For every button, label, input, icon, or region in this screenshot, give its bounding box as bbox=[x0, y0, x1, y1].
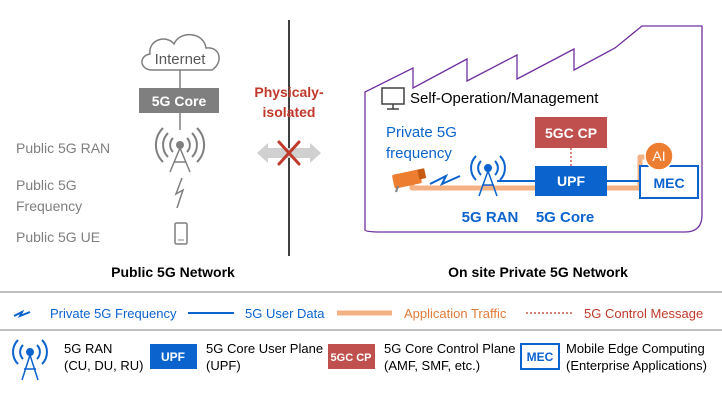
legend-mec-box bbox=[520, 343, 560, 370]
public-core-box bbox=[139, 88, 219, 113]
legend-antenna-icon bbox=[12, 339, 48, 381]
public-ue-label: Public 5G UE bbox=[16, 229, 100, 245]
monitor-icon bbox=[381, 87, 405, 110]
public-frequency-label-1: Public 5G bbox=[16, 177, 77, 193]
private-frequency-label-2: frequency bbox=[386, 145, 452, 162]
public-antenna-icon bbox=[154, 127, 206, 173]
management-label: Self-Operation/Management bbox=[410, 90, 599, 107]
legend-cp-label-2: (AMF, SMF, etc.) bbox=[384, 358, 480, 373]
cp-box bbox=[535, 117, 607, 148]
legend-cp-box-label: 5GC CP bbox=[331, 352, 372, 364]
public-frequency-icon bbox=[174, 177, 185, 209]
isolation-label-1: Physicaly- bbox=[254, 84, 324, 100]
public-ran-label: Public 5G RAN bbox=[16, 140, 110, 156]
mec-box bbox=[639, 165, 699, 199]
legend-user-data-label: 5G User Data bbox=[245, 306, 325, 321]
blocked-x-icon bbox=[277, 140, 301, 166]
legend-ran-label-1: 5G RAN bbox=[64, 341, 112, 356]
legend-control-label: 5G Control Message bbox=[584, 306, 703, 321]
private-ran-label: 5G RAN bbox=[462, 209, 519, 226]
legend-mec-label-1: Mobile Edge Computing bbox=[566, 341, 705, 356]
public-network-title: Public 5G Network bbox=[111, 264, 235, 280]
legend-mec-label-2: (Enterprise Applications) bbox=[566, 358, 707, 373]
ai-label: AI bbox=[652, 148, 665, 164]
legend-upf-label-2: (UPF) bbox=[206, 358, 241, 373]
internet-cloud-icon bbox=[141, 34, 220, 71]
legend-cp-label-1: 5G Core Control Plane bbox=[384, 341, 516, 356]
public-frequency-label-2: Frequency bbox=[16, 198, 82, 214]
private-frequency-label-1: Private 5G bbox=[386, 124, 457, 141]
upf-box-label: UPF bbox=[557, 173, 585, 189]
legend-upf-label-1: 5G Core User Plane bbox=[206, 341, 323, 356]
legend-upf-box bbox=[150, 344, 197, 369]
internet-label: Internet bbox=[155, 51, 207, 68]
ai-circle bbox=[644, 141, 674, 171]
legend-frequency-icon bbox=[13, 309, 31, 318]
private-frequency-icon bbox=[429, 173, 461, 187]
public-core-label: 5G Core bbox=[152, 93, 207, 109]
legend-mec-box-label: MEC bbox=[527, 350, 554, 364]
legend-frequency-label: Private 5G Frequency bbox=[50, 306, 177, 321]
legend-app-traffic-label: Application Traffic bbox=[404, 306, 507, 321]
private-core-label: 5G Core bbox=[536, 209, 594, 226]
isolation-label-2: isolated bbox=[263, 104, 316, 120]
private-antenna-icon bbox=[470, 155, 506, 197]
cp-box-label: 5GC CP bbox=[545, 125, 597, 141]
legend-upf-box-label: UPF bbox=[161, 350, 185, 364]
mec-box-label: MEC bbox=[653, 175, 684, 191]
private-network-title: On site Private 5G Network bbox=[448, 264, 628, 280]
legend-ran-label-2: (CU, DU, RU) bbox=[64, 358, 143, 373]
camera-icon bbox=[392, 168, 427, 193]
smartphone-icon bbox=[174, 222, 188, 245]
legend-cp-box bbox=[328, 344, 375, 369]
upf-box bbox=[535, 166, 607, 196]
